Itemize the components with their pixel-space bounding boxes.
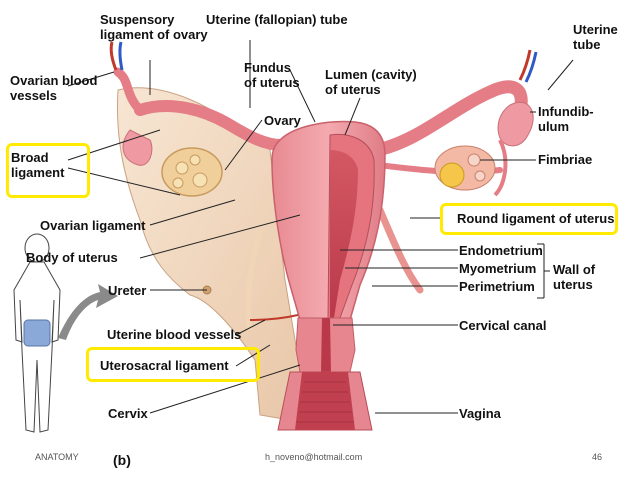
label-infundibulum: Infundib- ulum	[538, 104, 594, 134]
left-ovary-shape	[161, 147, 223, 197]
right-uterine-tube	[371, 80, 528, 157]
label-wall-of-uterus: Wall of uterus	[553, 262, 596, 292]
label-lumen: Lumen (cavity) of uterus	[325, 67, 417, 97]
arrow-icon	[58, 284, 118, 340]
broad-ligament-highlight	[6, 143, 90, 198]
pelvis-highlight	[23, 319, 51, 347]
label-cervical-canal: Cervical canal	[459, 318, 547, 333]
label-body-of-uterus: Body of uterus	[26, 250, 118, 265]
panel-label: (b)	[113, 452, 131, 468]
label-cervix: Cervix	[108, 406, 148, 421]
uterosacral-ligament-highlight	[86, 347, 260, 382]
uterine-blood-vessels-shape	[249, 314, 299, 321]
label-uterine-tube-top: Uterine (fallopian) tube	[206, 12, 348, 27]
label-suspensory-ligament: Suspensory ligament of ovary	[100, 12, 208, 42]
label-uterosacral-ligament: Uterosacral ligament	[100, 358, 229, 373]
footer-page-number: 46	[592, 452, 603, 462]
leader-lines	[67, 40, 574, 414]
footer-left: ANATOMY	[35, 452, 79, 462]
body-silhouette-icon	[13, 233, 61, 433]
label-uterine-blood-vessels: Uterine blood vessels	[107, 327, 242, 342]
label-ureter: Ureter	[108, 283, 147, 298]
label-round-ligament: Round ligament of uterus	[457, 211, 615, 226]
label-fimbriae: Fimbriae	[538, 152, 593, 167]
ovarian-vessels-left	[109, 41, 118, 71]
label-uterine-tube-right: Uterine tube	[573, 22, 618, 52]
label-endometrium: Endometrium	[459, 243, 543, 258]
footer-email: h_noveno@hotmail.com	[265, 452, 363, 462]
round-ligament-shape	[376, 206, 424, 294]
label-broad-ligament: Broad ligament	[11, 150, 65, 180]
label-ovarian-blood-vessels: Ovarian blood vessels	[10, 73, 98, 103]
label-ovarian-ligament: Ovarian ligament	[40, 218, 146, 233]
label-vagina: Vagina	[459, 406, 501, 421]
label-fundus: Fundus of uterus	[244, 60, 300, 90]
label-ovary: Ovary	[264, 113, 301, 128]
label-myometrium: Myometrium	[459, 261, 537, 276]
round-ligament-highlight	[440, 203, 618, 235]
left-uterine-tube	[134, 99, 288, 151]
label-perimetrium: Perimetrium	[459, 279, 535, 294]
ureter-shape	[245, 229, 263, 331]
